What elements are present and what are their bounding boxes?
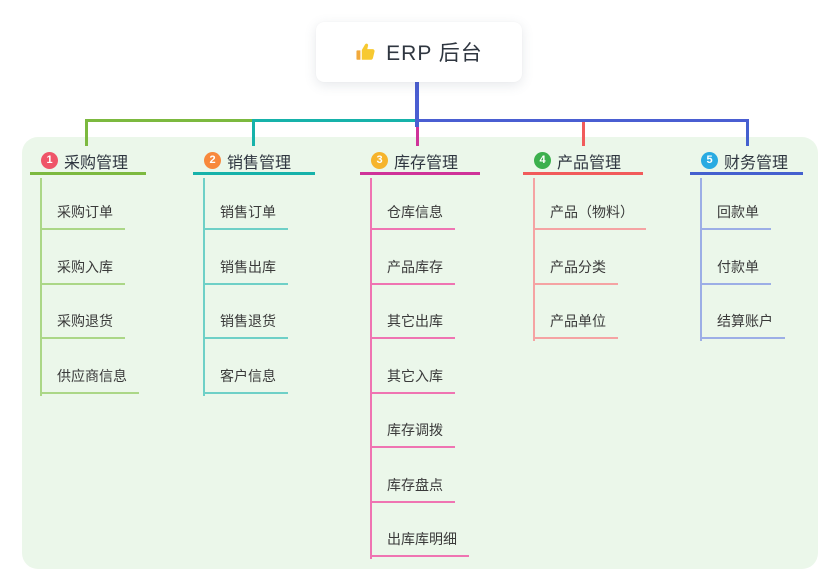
branch-child-item[interactable]: 产品（物料） [533,204,646,230]
branch-title-label: 销售管理 [227,154,292,172]
branch-child-vline [40,178,42,396]
branch-child-item[interactable]: 采购入库 [40,259,125,285]
branch-child-item[interactable]: 其它入库 [370,368,455,394]
branch-child-item[interactable]: 结算账户 [700,313,785,339]
branch-child-vline [700,178,702,341]
branch-title-label: 采购管理 [64,154,129,172]
branch-child-item[interactable]: 回款单 [700,204,771,230]
branches-background-panel [22,137,818,569]
branch-title[interactable]: 2 销售管理 [193,149,315,175]
branch-title[interactable]: 3 库存管理 [360,149,480,175]
branch-child-item[interactable]: 库存盘点 [370,477,455,503]
branch-child-item[interactable]: 采购订单 [40,204,125,230]
branch-child-item[interactable]: 产品库存 [370,259,455,285]
branch-child-item[interactable]: 出库库明细 [370,531,469,557]
root-node-label: ERP 后台 [386,42,483,65]
branch-child-item[interactable]: 仓库信息 [370,204,455,230]
branch-child-item[interactable]: 采购退货 [40,313,125,339]
connector-drop-line [746,122,749,146]
branch-title[interactable]: 5 财务管理 [690,149,803,175]
branch-title-label: 财务管理 [724,154,789,172]
branch-child-item[interactable]: 产品单位 [533,313,618,339]
branch-number-badge: 5 [701,152,718,169]
thumbs-up-icon [355,41,377,63]
branch-child-vline [533,178,535,341]
branch-child-item[interactable]: 销售订单 [203,204,288,230]
branch-child-vline [370,178,372,559]
connector-hline-mid [252,119,419,122]
connector-drop-line [252,122,255,146]
branch-number-badge: 3 [371,152,388,169]
branch-child-vline [203,178,205,396]
branch-number-badge: 2 [204,152,221,169]
branch-child-item[interactable]: 产品分类 [533,259,618,285]
branch-number-badge: 1 [41,152,58,169]
branch-title-label: 产品管理 [557,154,622,172]
branch-child-item[interactable]: 供应商信息 [40,368,139,394]
connector-hline-left [85,119,255,122]
branch-title-label: 库存管理 [394,154,459,172]
branch-child-item[interactable]: 其它出库 [370,313,455,339]
root-node[interactable]: ERP 后台 [316,22,522,82]
branch-title[interactable]: 4 产品管理 [523,149,643,175]
connector-drop-line [85,122,88,146]
branch-child-item[interactable]: 付款单 [700,259,771,285]
root-connector-line [415,82,419,127]
branch-child-item[interactable]: 销售退货 [203,313,288,339]
branch-title[interactable]: 1 采购管理 [30,149,146,175]
branch-number-badge: 4 [534,152,551,169]
connector-drop-line [582,122,585,146]
connector-drop-line [416,122,419,146]
connector-hline-right [416,119,749,122]
branch-child-item[interactable]: 库存调拨 [370,422,455,448]
branch-child-item[interactable]: 销售出库 [203,259,288,285]
branch-child-item[interactable]: 客户信息 [203,368,288,394]
